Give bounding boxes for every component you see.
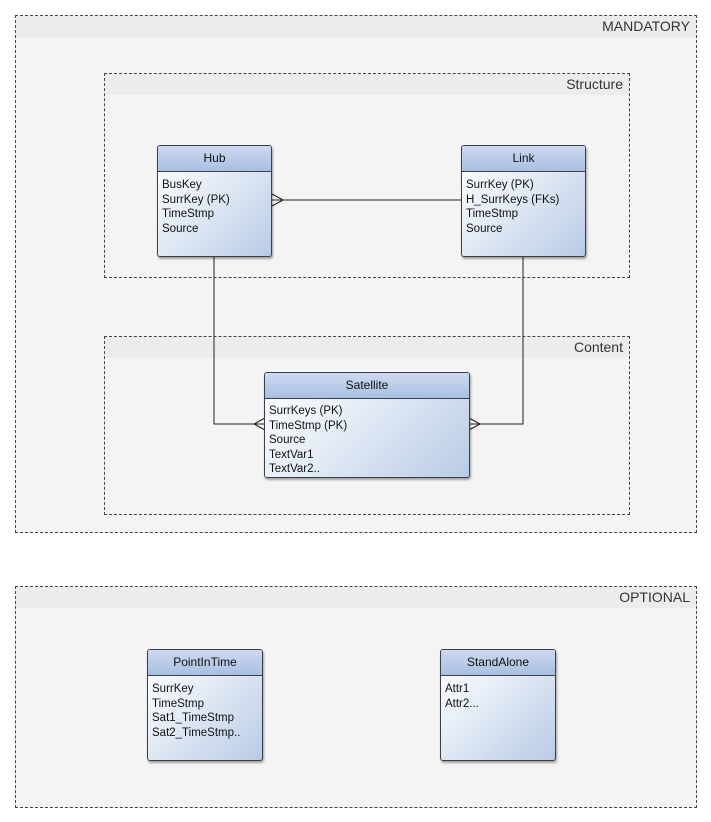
attribute: TimeStmp — [152, 697, 204, 710]
attribute: Source — [269, 434, 306, 447]
attribute: TimeStmp — [162, 208, 214, 221]
group-mandatory-header — [16, 16, 696, 37]
entity-pointintime-title: PointInTime — [148, 650, 262, 676]
entity-satellite-title: Satellite — [265, 373, 469, 399]
attribute: TimeStmp — [466, 208, 518, 221]
entity-standalone[interactable]: StandAlone Attr1 Attr2... — [440, 649, 556, 761]
attribute: BusKey — [162, 179, 202, 191]
crowfoot-satellite-left-lower — [253, 423, 266, 431]
attribute: Source — [162, 222, 199, 235]
attribute: Source — [466, 222, 503, 235]
group-structure-label: Structure — [566, 76, 623, 92]
entity-pointintime[interactable]: PointInTime SurrKey TimeStmp Sat1_TimeSt… — [147, 649, 263, 761]
relationship-hub-satellite — [213, 257, 265, 425]
entity-satellite-attributes: SurrKeys (PK) TimeStmp (PK) Source TextV… — [265, 399, 469, 477]
entity-link-attributes: SurrKey (PK) H_SurrKeys (FKs) TimeStmp S… — [462, 172, 585, 236]
attribute: TextVar2.. — [269, 463, 320, 476]
crowfoot-hub — [271, 193, 284, 201]
group-content-header — [105, 337, 629, 358]
group-optional-header — [16, 587, 696, 608]
attribute: SurrKeys (PK) — [269, 405, 343, 417]
attribute: Sat1_TimeStmp — [152, 712, 235, 725]
crowfoot-satellite-right — [468, 417, 481, 425]
entity-link-title: Link — [462, 146, 585, 172]
attribute: H_SurrKeys (FKs) — [466, 193, 560, 206]
attribute: SurrKey (PK) — [162, 193, 230, 206]
relationship-link-satellite — [469, 257, 524, 425]
attribute: TextVar1 — [269, 448, 314, 461]
entity-hub-title: Hub — [158, 146, 271, 172]
group-content-label: Content — [573, 339, 623, 355]
attribute: Sat2_TimeStmp.. — [152, 726, 241, 739]
entity-pointintime-attributes: SurrKey TimeStmp Sat1_TimeStmp Sat2_Time… — [148, 676, 262, 740]
entity-standalone-title: StandAlone — [441, 650, 555, 676]
crowfoot-satellite-left — [253, 417, 266, 425]
group-structure-header — [105, 74, 629, 95]
attribute: TimeStmp (PK) — [269, 419, 348, 432]
group-optional: OPTIONAL — [15, 586, 697, 808]
entity-link[interactable]: Link SurrKey (PK) H_SurrKeys (FKs) TimeS… — [461, 145, 586, 257]
attribute: Attr2... — [445, 697, 479, 710]
crowfoot-satellite-right-lower — [468, 423, 481, 431]
attribute: SurrKey (PK) — [466, 179, 534, 191]
group-mandatory-label: MANDATORY — [602, 18, 690, 34]
entity-standalone-attributes: Attr1 Attr2... — [441, 676, 555, 711]
attribute: SurrKey — [152, 683, 194, 695]
crowfoot-hub-lower — [271, 199, 284, 207]
entity-satellite[interactable]: Satellite SurrKeys (PK) TimeStmp (PK) So… — [264, 372, 470, 478]
entity-hub[interactable]: Hub BusKey SurrKey (PK) TimeStmp Source — [157, 145, 272, 257]
group-optional-label: OPTIONAL — [619, 589, 690, 605]
attribute: Attr1 — [445, 683, 470, 695]
entity-hub-attributes: BusKey SurrKey (PK) TimeStmp Source — [158, 172, 271, 236]
